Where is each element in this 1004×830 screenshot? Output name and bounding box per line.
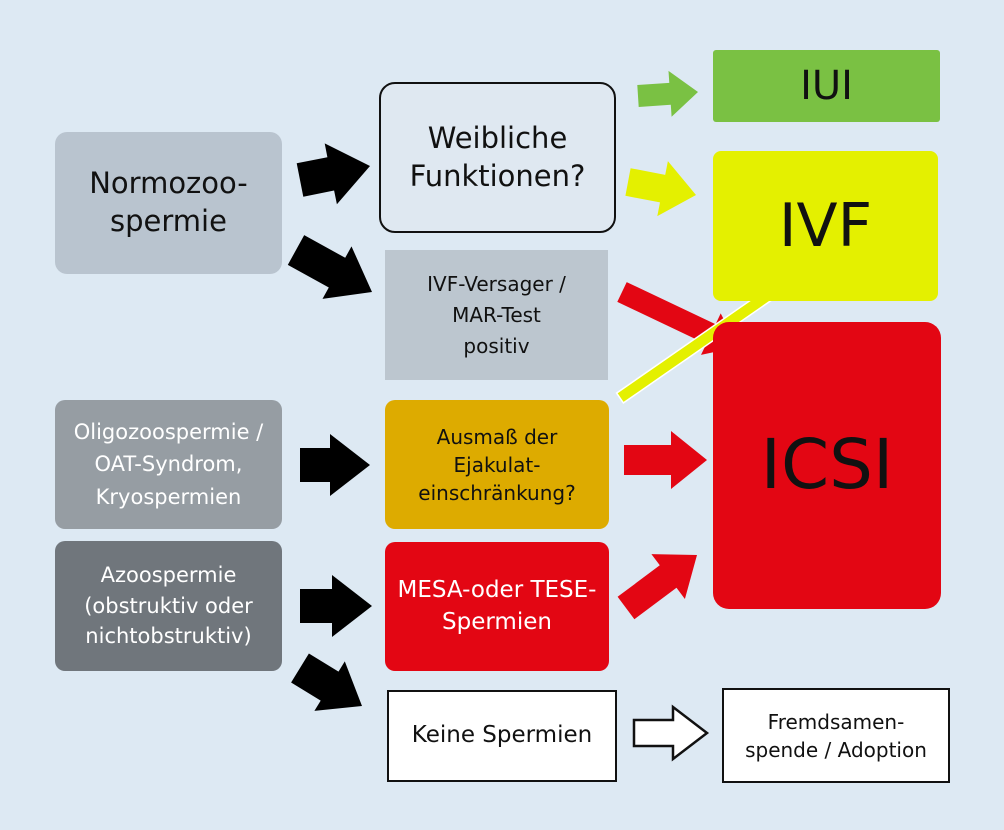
arrow-keine-spermien-to-fremdsamenspende — [632, 704, 710, 762]
node-iui: IUI — [713, 50, 940, 122]
node-mesa-tese: MESA-oder TESE- Spermien — [385, 542, 609, 671]
node-ivf-versager: IVF-Versager / MAR-Test positiv — [385, 250, 608, 380]
arrow-azoospermie-to-keine-spermien — [291, 653, 362, 711]
node-oligozoospermie: Oligozoospermie / OAT-Syndrom, Kryosperm… — [55, 400, 282, 529]
arrow-ausmass-to-icsi — [624, 431, 707, 489]
arrow-normozoospermie-to-weibliche-funktionen — [296, 143, 370, 205]
node-icsi: ICSI — [713, 322, 941, 609]
node-ausmass: Ausmaß der Ejakulat- einschränkung? — [385, 400, 609, 529]
arrow-weibliche-funktionen-to-iui — [637, 70, 698, 117]
node-weibliche-funktionen: Weibliche Funktionen? — [379, 82, 616, 233]
node-normozoospermie: Normozoo- spermie — [55, 132, 282, 274]
arrow-oligozoospermie-to-ausmass — [300, 434, 370, 496]
arrow-azoospermie-to-mesa-tese — [300, 575, 372, 637]
node-keine-spermien: Keine Spermien — [387, 690, 617, 782]
node-fremdsamenspende: Fremdsamen- spende / Adoption — [722, 688, 950, 783]
node-azoospermie: Azoospermie (obstruktiv oder nichtobstru… — [55, 541, 282, 671]
node-ivf: IVF — [713, 151, 938, 301]
arrow-weibliche-funktionen-to-ivf — [625, 161, 696, 217]
arrow-mesa-tese-to-icsi — [617, 554, 697, 620]
arrow-normozoospermie-to-ivf-versager — [287, 235, 372, 299]
